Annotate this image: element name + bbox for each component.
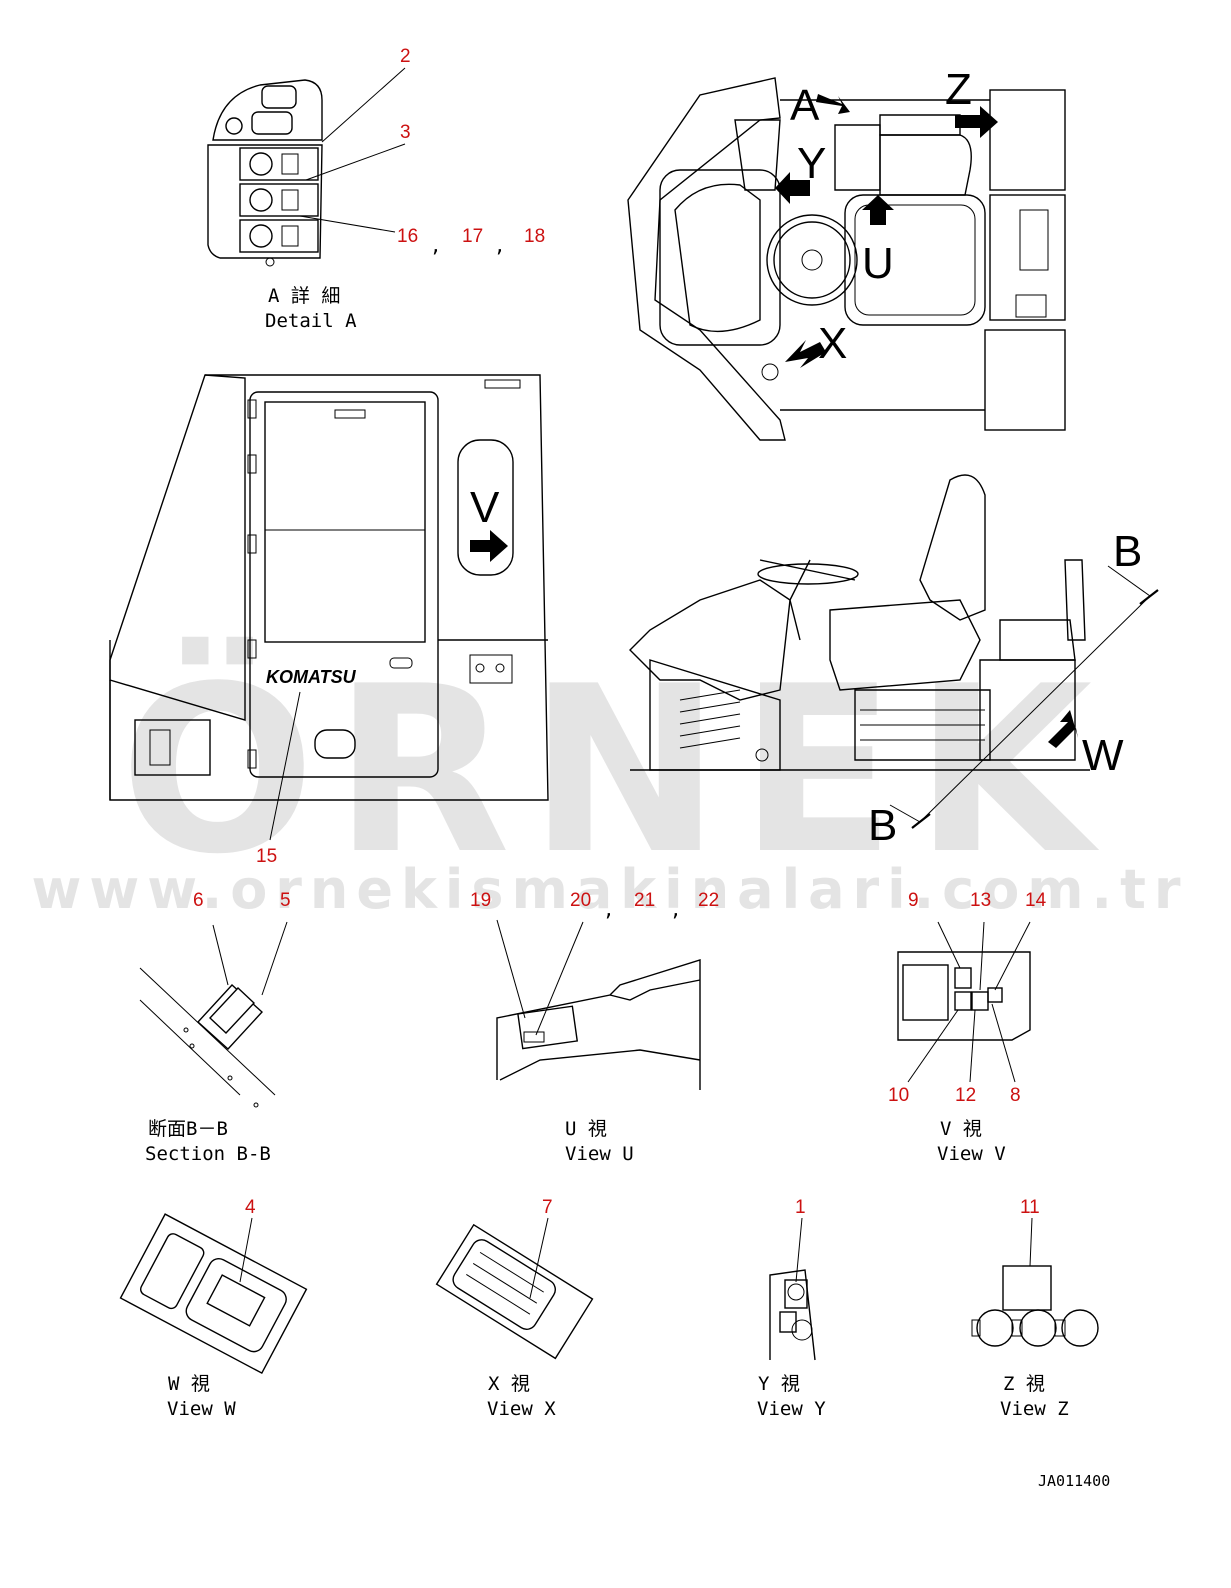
cab-cutaway-view [629,474,1159,829]
view-x-drawing [435,1217,594,1360]
caption-view-w-en: View W [167,1398,236,1420]
caption-view-y-en: View Y [757,1398,826,1420]
callout-8: 8 [1010,1085,1021,1106]
view-letter-y: Y [797,139,826,188]
caption-view-w-jp: W 視 [168,1373,210,1395]
callout-14: 14 [1025,890,1047,911]
view-z-drawing [971,1217,1099,1347]
caption-section-bb-en: Section B-B [145,1143,271,1165]
separator-comma: , [670,899,681,921]
caption-view-x-jp: X 視 [488,1373,530,1395]
callout-21: 21 [634,890,655,911]
caption-view-v-en: View V [937,1143,1006,1165]
view-letter-x: X [818,319,847,368]
view-v-drawing [897,921,1031,1083]
callout-1: 1 [795,1197,806,1218]
caption-view-z-jp: Z 視 [1003,1373,1045,1395]
detail-a-drawing [207,67,406,267]
view-letter-u: U [862,239,894,288]
view-letter-b: B [1113,527,1142,576]
cab-top-view [627,77,1066,441]
watermark: ÖRNEK www.ornekismakinalari.com.tr [31,636,1188,921]
brand-label: KOMATSU [266,667,357,687]
callout-22: 22 [698,890,719,911]
caption-view-u-en: View U [565,1143,634,1165]
caption-view-u-jp: U 視 [565,1118,607,1140]
caption-detail-a-en: Detail A [265,310,357,332]
callout-3: 3 [400,122,411,143]
callout-10: 10 [888,1085,909,1106]
drawing-part-number: JA011400 [1038,1472,1110,1490]
callout-20: 20 [570,890,591,911]
callout-9: 9 [908,890,919,911]
caption-view-y-jp: Y 視 [758,1373,800,1395]
callout-5: 5 [280,890,291,911]
view-letter-w: W [1082,731,1124,780]
caption-view-v-jp: V 視 [940,1118,982,1140]
callout-7: 7 [542,1197,553,1218]
callout-17: 17 [462,226,483,247]
view-letter-z: Z [945,65,972,114]
separator-comma: , [430,235,441,257]
separator-comma: , [603,899,614,921]
callout-2: 2 [400,46,411,67]
callout-19: 19 [470,890,491,911]
caption-detail-a-jp: A 詳 細 [268,285,340,307]
view-letter-b: B [868,801,897,850]
callout-16: 16 [397,226,418,247]
caption-section-bb-jp: 断面B－B [148,1118,228,1140]
view-y-drawing [769,1217,816,1361]
view-w-drawing [119,1213,308,1375]
caption-view-z-en: View Z [1000,1398,1069,1420]
callout-13: 13 [970,890,991,911]
callout-4: 4 [245,1197,256,1218]
callout-18: 18 [524,226,545,247]
watermark-url: www.ornekismakinalari.com.tr [31,858,1188,921]
callout-11: 11 [1020,1197,1040,1218]
view-u-drawing [496,919,701,1090]
callout-12: 12 [955,1085,976,1106]
cab-side-view [109,374,549,841]
separator-comma: , [494,235,505,257]
caption-view-x-en: View X [487,1398,556,1420]
callout-15: 15 [256,846,277,867]
view-letter-v: V [470,483,500,532]
section-bb-drawing [139,921,288,1108]
callout-6: 6 [193,890,204,911]
view-letter-a: A [790,81,820,130]
